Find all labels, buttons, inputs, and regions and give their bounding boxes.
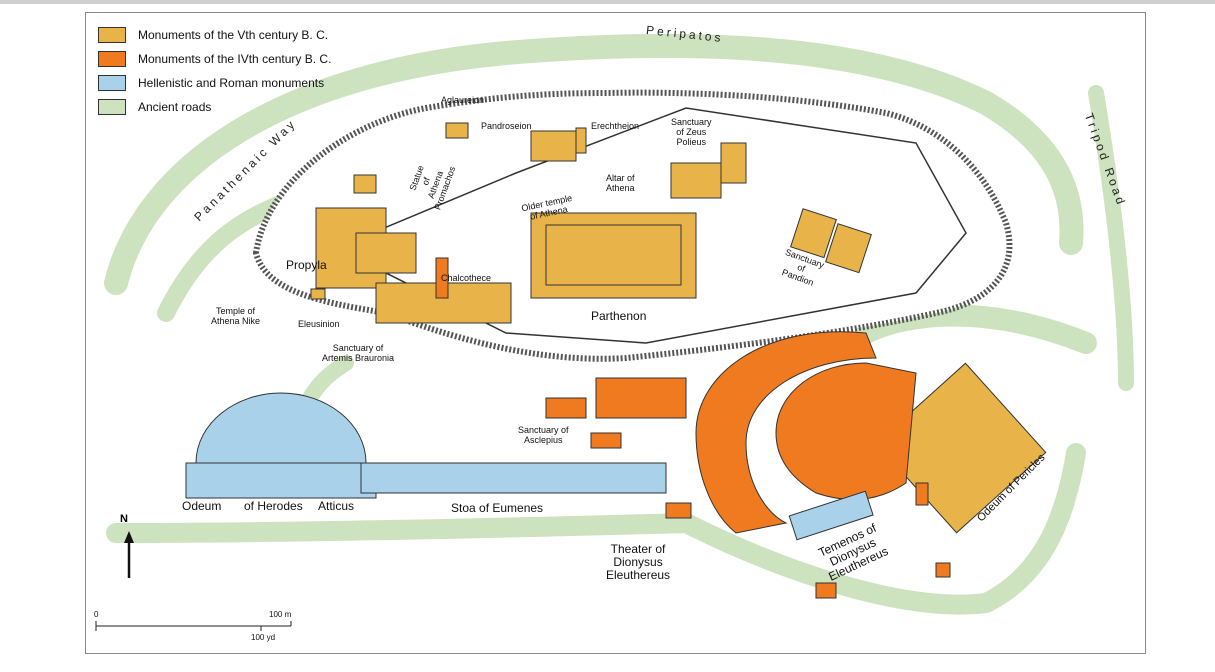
legend-item: Ancient roads <box>98 95 331 119</box>
legend: Monuments of the Vth century B. C. Monum… <box>98 23 331 119</box>
label-parthenon: Parthenon <box>591 309 647 323</box>
north-arrow <box>124 531 134 578</box>
monument-theater <box>695 331 877 534</box>
label-odeum: Odeum <box>182 499 222 513</box>
label-erechtheion: Erechtheion <box>591 121 640 131</box>
legend-label: Monuments of the IVth century B. C. <box>138 52 332 66</box>
monument-erechtheion <box>530 130 577 162</box>
road-peripatos <box>104 33 1084 295</box>
monument-chalcotheke <box>375 282 512 324</box>
label-aglaureion: Aglaureion <box>441 95 485 105</box>
label-theater: Theater of Dionysus Eleuthereus <box>606 542 671 582</box>
label-nike: Temple of Athena Nike <box>211 306 261 326</box>
label-zeus: Sanctuary of Zeus Polieus <box>671 117 712 147</box>
label-pandroseion: Pandroseion <box>481 121 532 131</box>
top-border <box>0 0 1215 4</box>
label-artemis: Sanctuary of Artemis Brauronia <box>322 343 395 363</box>
label-of-herodes: of Herodes <box>244 499 303 513</box>
acropolis-map <box>95 33 1134 631</box>
label-stoa: Stoa of Eumenes <box>451 501 544 515</box>
monument-asclepius <box>595 377 687 419</box>
monument-temenos <box>788 490 874 541</box>
label-altar: Altar of Athena <box>606 173 635 193</box>
monument-nike <box>310 288 326 300</box>
scale-zero: 0 <box>94 610 99 619</box>
legend-swatch <box>98 75 126 91</box>
label-propyla: Propyla <box>286 258 327 272</box>
monument-odeum-herodes <box>195 392 367 464</box>
legend-swatch <box>98 99 126 115</box>
north-label: N <box>120 513 128 525</box>
scale-yards: 100 yd <box>251 633 276 642</box>
label-eleusinion: Eleusinion <box>298 319 340 329</box>
legend-item: Monuments of the IVth century B. C. <box>98 47 331 71</box>
monument-zeus <box>670 162 722 199</box>
label-asclepius: Sanctuary of Asclepius <box>518 425 569 445</box>
label-atticus: Atticus <box>318 499 355 513</box>
road-south <box>106 443 1086 615</box>
monument-pandion <box>790 208 837 259</box>
road-tripod <box>1088 85 1134 391</box>
legend-item: Monuments of the Vth century B. C. <box>98 23 331 47</box>
legend-label: Hellenistic and Roman monuments <box>138 76 325 90</box>
legend-swatch <box>98 27 126 43</box>
monument-parthenon <box>530 212 697 299</box>
legend-label: Ancient roads <box>138 100 212 114</box>
monument-stoa <box>360 462 667 494</box>
scale-meters: 100 m <box>269 610 292 619</box>
legend-swatch <box>98 51 126 67</box>
label-chalcotheke: Chalcothece <box>441 273 492 283</box>
legend-item: Hellenistic and Roman monuments <box>98 71 331 95</box>
legend-label: Monuments of the Vth century B. C. <box>138 28 329 42</box>
map-frame: Monuments of the Vth century B. C. Monum… <box>85 12 1146 654</box>
